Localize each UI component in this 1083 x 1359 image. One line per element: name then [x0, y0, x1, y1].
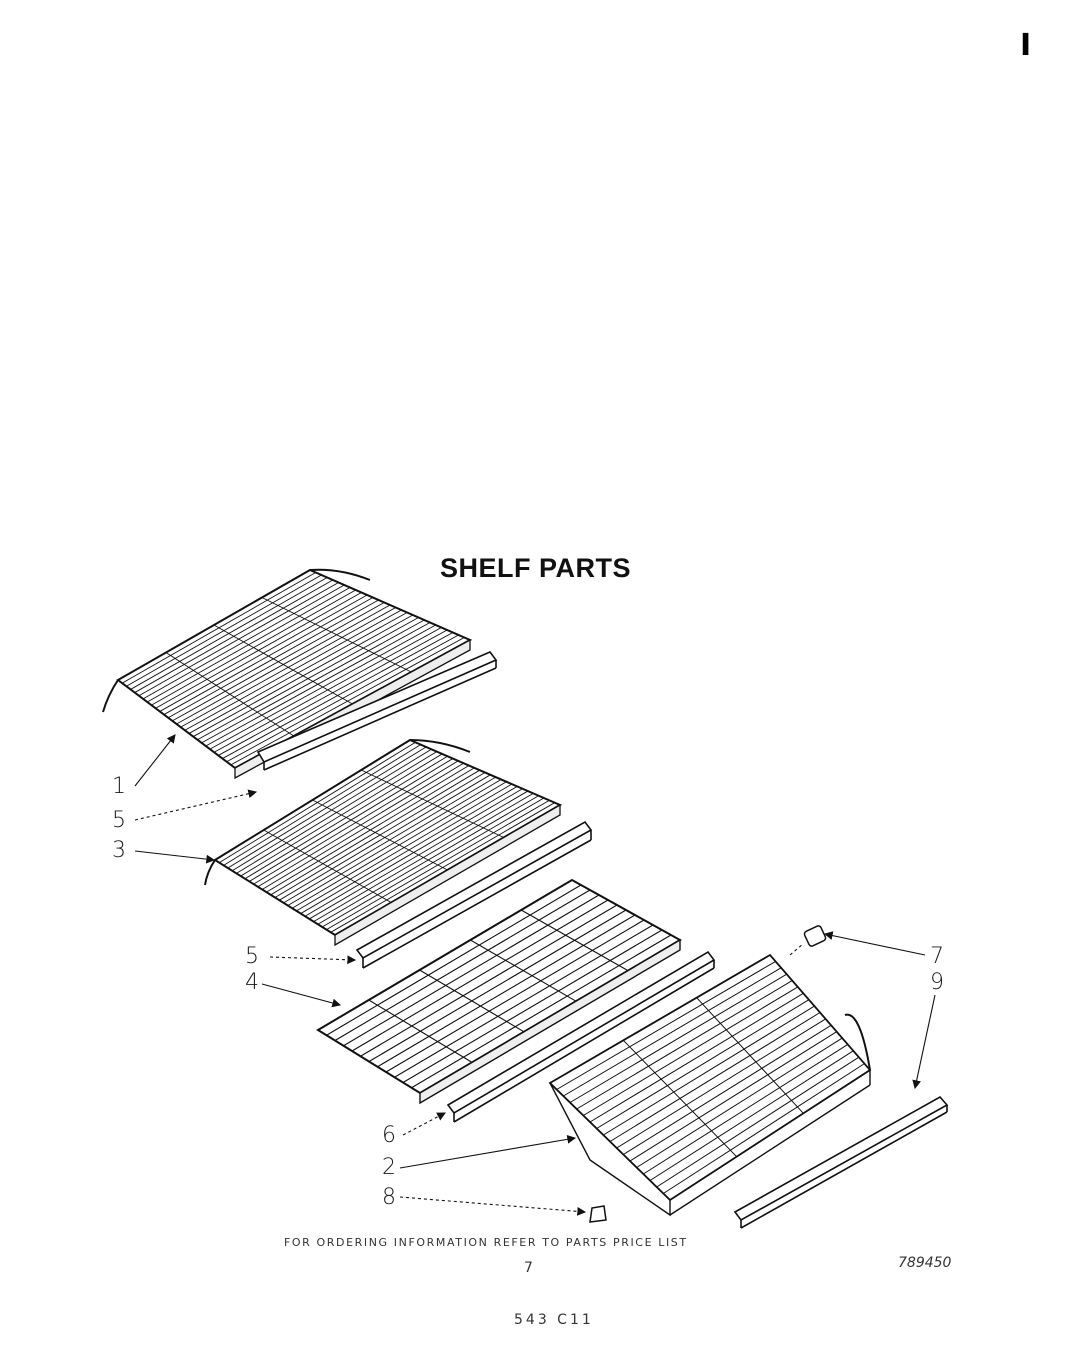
basket-2-wire-basket: [548, 953, 872, 1217]
shelf-4-wire-shelf: [316, 878, 683, 1105]
trim-strip-5-lower: [355, 820, 593, 969]
diagram-title: SHELF PARTS: [440, 553, 632, 583]
leader-lines: [134, 734, 936, 1216]
roller-7: [803, 925, 827, 947]
page-number: 7: [524, 1260, 533, 1276]
trim-strip-6: [446, 950, 716, 1123]
leader-4: [261, 983, 342, 1008]
leader-3: [134, 850, 216, 864]
callout-5-lower: 5: [245, 944, 259, 969]
leader-9: [912, 994, 936, 1090]
leader-6: [402, 1112, 446, 1136]
foot-8: [589, 1205, 607, 1223]
trim-strip-5-upper: [256, 651, 498, 771]
reference-number: 789450: [898, 1255, 952, 1271]
callout-3: 3: [112, 838, 126, 863]
document-code: 543 C11: [514, 1312, 594, 1328]
leader-1: [134, 734, 176, 787]
trim-strip-9: [733, 1095, 949, 1229]
leader-8: [399, 1196, 587, 1216]
callout-4: 4: [245, 970, 259, 995]
leader-7b: [789, 943, 804, 956]
callout-2: 2: [382, 1155, 396, 1180]
callout-6: 6: [382, 1123, 396, 1148]
corner-mark: I: [1020, 28, 1032, 63]
leader-7: [823, 931, 926, 956]
shelf-3-wire-shelf: [204, 738, 563, 947]
callout-1: 1: [112, 774, 126, 799]
leader-5b: [269, 955, 357, 965]
leader-5a: [134, 789, 258, 821]
ordering-note: FOR ORDERING INFORMATION REFER TO PARTS …: [284, 1236, 688, 1249]
callout-7: 7: [930, 944, 944, 969]
leader-2: [399, 1134, 577, 1169]
callout-5-upper: 5: [112, 808, 126, 833]
callout-9: 9: [930, 970, 944, 995]
callout-8: 8: [382, 1185, 396, 1210]
